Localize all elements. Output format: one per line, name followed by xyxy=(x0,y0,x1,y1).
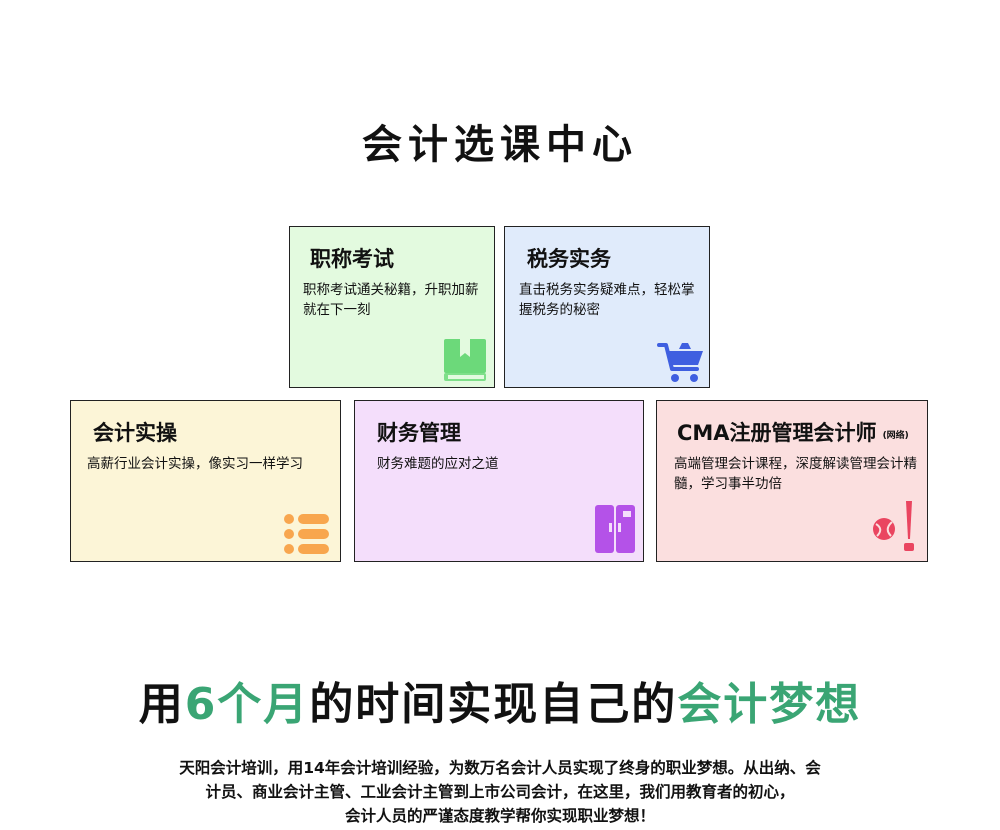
shopping-cart-icon xyxy=(657,339,705,385)
course-card-practice[interactable]: 会计实操 高薪行业会计实操，像实习一样学习 xyxy=(70,400,341,562)
tagline: 用6个月的时间实现自己的会计梦想 xyxy=(0,668,1000,732)
list-icon xyxy=(283,511,331,557)
tagline-accent-duration: 6个月 xyxy=(184,679,310,730)
card-description: 直击税务实务疑难点，轻松掌握税务的秘密 xyxy=(519,282,695,318)
book-icon xyxy=(442,337,488,383)
intro-paragraph: 天阳会计培训，用14年会计培训经验，为数万名会计人员实现了终身的职业梦想。从出纳… xyxy=(110,756,890,828)
course-card-title-exam[interactable]: 职称考试 职称考试通关秘籍，升职加薪就在下一刻 xyxy=(289,226,495,388)
intro-line-1: 天阳会计培训，用14年会计培训经验，为数万名会计人员实现了终身的职业梦想。从出纳… xyxy=(179,759,821,777)
tagline-part-2: 的时间实现自己的 xyxy=(309,679,678,730)
card-title-note: (网络) xyxy=(882,430,909,441)
tagline-part-1: 用 xyxy=(138,679,185,730)
course-card-cma[interactable]: CMA注册管理会计师 (网络) 高端管理会计课程，深度解读管理会计精髓，学习事半功… xyxy=(656,400,928,562)
card-description: 高端管理会计课程，深度解读管理会计精髓，学习事半功倍 xyxy=(674,456,917,492)
intro-line-3: 会计人员的严谨态度教学帮你实现职业梦想！ xyxy=(344,807,655,825)
tagline-accent-dream: 会计梦想 xyxy=(677,679,862,730)
course-card-tax[interactable]: 税务实务 直击税务实务疑难点，轻松掌握税务的秘密 xyxy=(504,226,710,388)
intro-line-2: 计员、商业会计主管、工业会计主管到上市公司会计，在这里，我们用教育者的初心， xyxy=(205,783,795,801)
card-description: 职称考试通关秘籍，升职加薪就在下一刻 xyxy=(303,282,479,318)
card-title: 税务实务 xyxy=(527,247,611,271)
baseball-icon xyxy=(871,499,917,555)
course-card-finance[interactable]: 财务管理 财务难题的应对之道 xyxy=(354,400,644,562)
card-title-text: CMA注册管理会计师 xyxy=(677,421,877,445)
card-description: 财务难题的应对之道 xyxy=(377,456,499,472)
card-description: 高薪行业会计实操，像实习一样学习 xyxy=(87,456,303,472)
card-title: CMA注册管理会计师 (网络) xyxy=(677,417,909,447)
wardrobe-icon xyxy=(593,503,637,555)
card-title: 会计实操 xyxy=(93,421,177,445)
card-title: 财务管理 xyxy=(377,421,461,445)
page-title: 会计选课中心 xyxy=(362,122,638,168)
card-title: 职称考试 xyxy=(310,247,394,271)
